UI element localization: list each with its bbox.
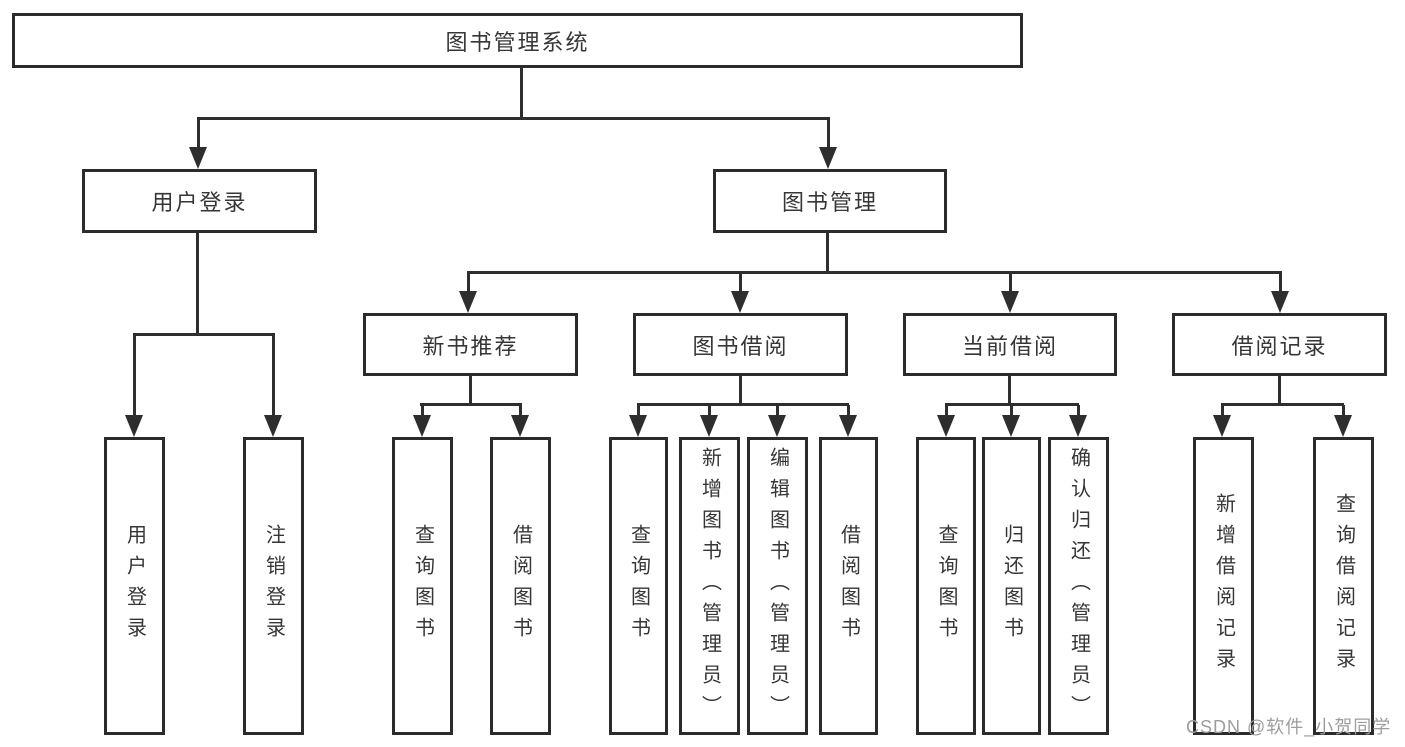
connector-line xyxy=(826,233,829,273)
leaf-label: 新增借阅记录 xyxy=(1212,493,1235,679)
connector-line xyxy=(133,333,275,336)
leaf-query-books-borrowing: 查询图书 xyxy=(609,437,668,735)
connector-line xyxy=(1009,405,1013,417)
connector-line xyxy=(518,405,522,417)
connector-line xyxy=(1076,405,1080,417)
connector-line xyxy=(637,403,849,406)
arrow-head-icon xyxy=(511,415,529,437)
connector-line xyxy=(420,403,522,406)
connector-line xyxy=(467,271,1282,274)
leaf-label: 查询图书 xyxy=(627,524,650,648)
connector-line xyxy=(1008,273,1012,293)
connector-line xyxy=(1220,405,1224,417)
node-book-borrowing: 图书借阅 xyxy=(633,313,848,376)
connector-line xyxy=(197,117,830,120)
connector-line xyxy=(196,118,200,150)
leaf-add-books-admin: 新增图书（管理员） xyxy=(679,437,740,735)
connector-line xyxy=(420,405,424,417)
connector-line xyxy=(945,403,1079,406)
leaf-return-books: 归还图书 xyxy=(982,437,1041,735)
arrow-head-icon xyxy=(1001,291,1019,313)
leaf-borrow-books: 借阅图书 xyxy=(819,437,878,735)
arrow-head-icon xyxy=(819,147,837,169)
leaf-label: 编辑图书（管理员） xyxy=(766,446,789,726)
leaf-label: 确认归还（管理员） xyxy=(1067,446,1090,726)
connector-line xyxy=(520,68,523,118)
arrow-head-icon xyxy=(1334,415,1352,437)
arrow-head-icon xyxy=(459,291,477,313)
connector-line xyxy=(1278,273,1282,293)
node-label: 借阅记录 xyxy=(1231,333,1328,359)
leaf-add-borrow-record: 新增借阅记录 xyxy=(1193,437,1254,735)
leaf-edit-books-admin: 编辑图书（管理员） xyxy=(747,437,808,735)
leaf-label: 用户登录 xyxy=(123,524,146,648)
connector-line xyxy=(739,376,742,405)
connector-line xyxy=(707,405,711,417)
arrow-head-icon xyxy=(768,415,786,437)
arrow-head-icon xyxy=(700,415,718,437)
connector-line xyxy=(1221,403,1344,406)
connector-line xyxy=(775,405,779,417)
connector-line xyxy=(826,118,830,150)
arrow-head-icon xyxy=(629,415,647,437)
node-label: 图书管理系统 xyxy=(445,29,590,55)
connector-line xyxy=(636,405,640,417)
connector-line xyxy=(944,405,948,417)
arrow-head-icon xyxy=(731,291,749,313)
leaf-borrow-books-recommend: 借阅图书 xyxy=(490,437,551,735)
arrow-head-icon xyxy=(189,147,207,169)
arrow-head-icon xyxy=(1271,291,1289,313)
leaf-query-borrow-record: 查询借阅记录 xyxy=(1313,437,1374,735)
node-borrowing-records: 借阅记录 xyxy=(1172,313,1387,376)
node-label: 新书推荐 xyxy=(422,333,519,359)
arrow-head-icon xyxy=(125,415,143,437)
leaf-label: 查询图书 xyxy=(411,524,434,648)
arrow-head-icon xyxy=(937,415,955,437)
connector-line xyxy=(469,376,472,405)
leaf-label: 注销登录 xyxy=(262,524,285,648)
arrow-head-icon xyxy=(839,415,857,437)
leaf-label: 查询图书 xyxy=(935,524,957,648)
node-user-login: 用户登录 xyxy=(82,169,317,233)
connector-line xyxy=(132,335,136,417)
connector-line xyxy=(196,233,199,335)
arrow-head-icon xyxy=(1069,415,1087,437)
connector-line xyxy=(271,335,275,417)
node-label: 当前借阅 xyxy=(961,333,1058,359)
leaf-label: 新增图书（管理员） xyxy=(698,446,721,726)
leaf-label: 查询借阅记录 xyxy=(1332,493,1355,679)
connector-line xyxy=(1341,405,1345,417)
arrow-head-icon xyxy=(413,415,431,437)
node-label: 用户登录 xyxy=(151,190,248,215)
connector-line xyxy=(1278,376,1281,405)
connector-line xyxy=(846,405,850,417)
arrow-head-icon xyxy=(264,415,282,437)
connector-line xyxy=(466,273,470,293)
leaf-logout: 注销登录 xyxy=(243,437,304,735)
leaf-query-books-recommend: 查询图书 xyxy=(392,437,453,735)
node-label: 图书借阅 xyxy=(692,333,789,359)
node-new-book-recommend: 新书推荐 xyxy=(363,313,578,376)
node-current-borrowing: 当前借阅 xyxy=(903,313,1117,376)
leaf-query-books-current: 查询图书 xyxy=(916,437,976,735)
node-library-management-system: 图书管理系统 xyxy=(12,13,1023,68)
leaf-label: 借阅图书 xyxy=(837,524,860,648)
leaf-user-login: 用户登录 xyxy=(104,437,165,735)
watermark: CSDN @软件_小贺同学 xyxy=(1186,717,1392,737)
arrow-head-icon xyxy=(1213,415,1231,437)
node-label: 图书管理 xyxy=(781,190,878,215)
leaf-confirm-return-admin: 确认归还（管理员） xyxy=(1048,437,1109,735)
leaf-label: 归还图书 xyxy=(1000,524,1023,648)
node-book-management: 图书管理 xyxy=(713,169,947,233)
arrow-head-icon xyxy=(1002,415,1020,437)
connector-line xyxy=(738,273,742,293)
leaf-label: 借阅图书 xyxy=(509,524,532,648)
connector-line xyxy=(1008,376,1011,405)
